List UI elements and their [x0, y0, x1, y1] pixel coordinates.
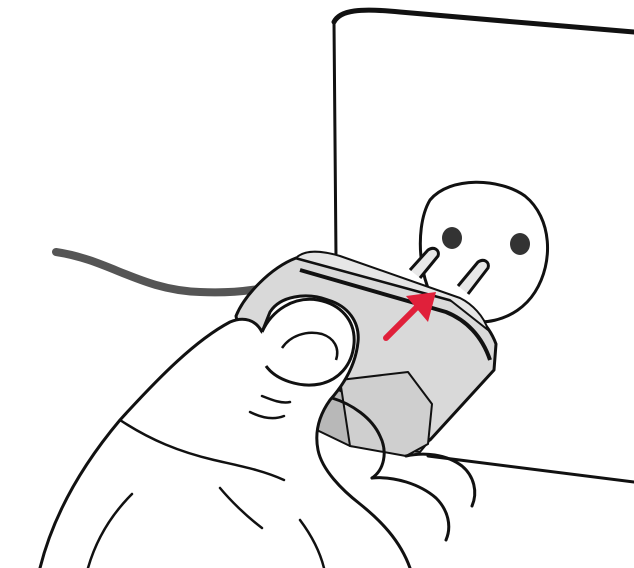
wall-left-edge — [334, 22, 336, 258]
adapter-lower-block — [340, 372, 432, 456]
socket-hole-right — [510, 233, 530, 255]
thumb — [262, 299, 354, 385]
socket-hole-left — [442, 227, 462, 249]
